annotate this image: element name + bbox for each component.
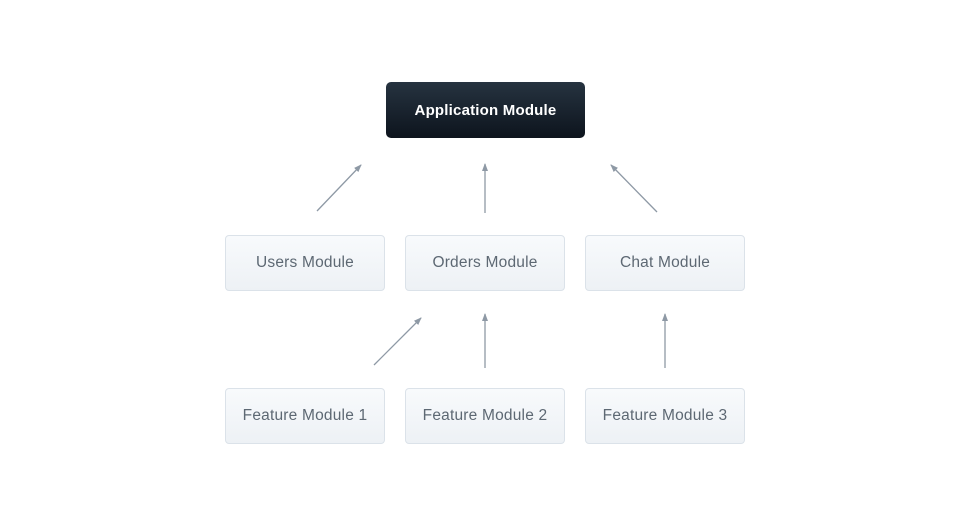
node-feature-module-2: Feature Module 2 <box>405 388 565 444</box>
arrow-feature1-to-orders <box>373 317 422 366</box>
arrow-chat-to-application <box>610 164 658 213</box>
arrow-users-to-application <box>316 164 362 212</box>
node-users-module: Users Module <box>225 235 385 291</box>
node-feature-module-1: Feature Module 1 <box>225 388 385 444</box>
node-orders-module: Orders Module <box>405 235 565 291</box>
node-chat-module: Chat Module <box>585 235 745 291</box>
node-application-module: Application Module <box>386 82 585 138</box>
node-feature-module-3: Feature Module 3 <box>585 388 745 444</box>
